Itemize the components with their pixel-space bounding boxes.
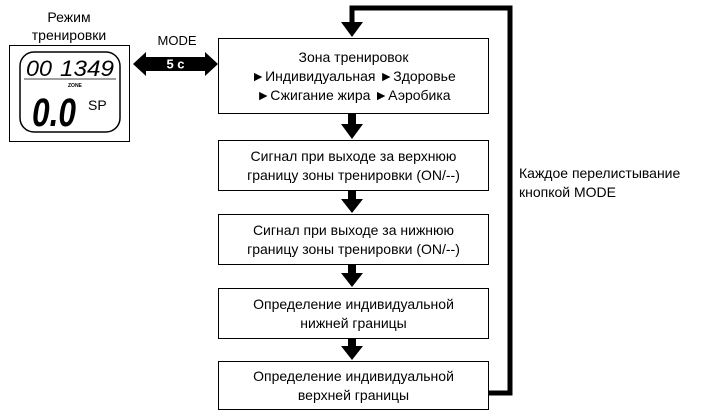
step4-line2: нижней границы <box>300 314 407 331</box>
step-training-zone: Зона тренировок ►Индивидуальная ►Здоровь… <box>218 38 489 114</box>
loop-back-arrowhead <box>341 22 363 37</box>
down-arrow-1 <box>341 114 363 139</box>
lcd-screen: 00 1349 ZONE 0.0 SP <box>19 51 121 135</box>
step4-line1: Определение индивидуальной <box>253 295 454 312</box>
down-arrow-4 <box>341 339 363 360</box>
lcd-zone-label: ZONE <box>68 83 83 89</box>
step-lower-alarm: Сигнал при выходе за нижнюю границу зоны… <box>218 214 489 265</box>
loop-note-line1: Каждое перелистывание <box>519 165 681 181</box>
step5-line2: верхней границы <box>297 386 410 403</box>
step-individual-lower: Определение индивидуальной нижней границ… <box>218 288 489 339</box>
step-individual-upper: Определение индивидуальной верхней грани… <box>218 361 489 410</box>
mode-title-line1: Режим <box>47 9 91 25</box>
mode-button-label: MODE <box>157 33 197 48</box>
lcd-top-left: 00 <box>26 56 53 81</box>
lcd-big-value: 0.0 <box>32 91 76 135</box>
lcd-small-value: SP <box>88 97 107 113</box>
down-arrow-2 <box>341 191 363 213</box>
watch-display: 00 1349 ZONE 0.0 SP <box>9 45 130 142</box>
lcd-top-right: 1349 <box>60 56 114 81</box>
mode-double-arrow <box>133 52 218 76</box>
mode-duration: 5 с <box>166 57 184 72</box>
step2-line1: Сигнал при выходе за верхнюю <box>250 147 457 164</box>
loop-note-line2: кнопкой MODE <box>519 184 617 200</box>
step1-line2: ►Индивидуальная ►Здоровье <box>251 67 456 84</box>
down-arrow-3 <box>341 265 363 287</box>
mode-title-line2: тренировки <box>31 27 107 43</box>
step3-line1: Сигнал при выходе за нижнюю <box>252 221 455 238</box>
step3-line2: границу зоны тренировки (ON/--) <box>247 240 460 257</box>
step5-line1: Определение индивидуальной <box>253 367 454 384</box>
step1-line3: ►Сжигание жира ►Аэробика <box>256 86 451 103</box>
step-upper-alarm: Сигнал при выходе за верхнюю границу зон… <box>218 140 489 191</box>
step1-line1: Зона тренировок <box>298 48 409 65</box>
step2-line2: границу зоны тренировки (ON/--) <box>247 166 460 183</box>
loop-note: Каждое перелистывание кнопкой MODE <box>519 164 705 202</box>
